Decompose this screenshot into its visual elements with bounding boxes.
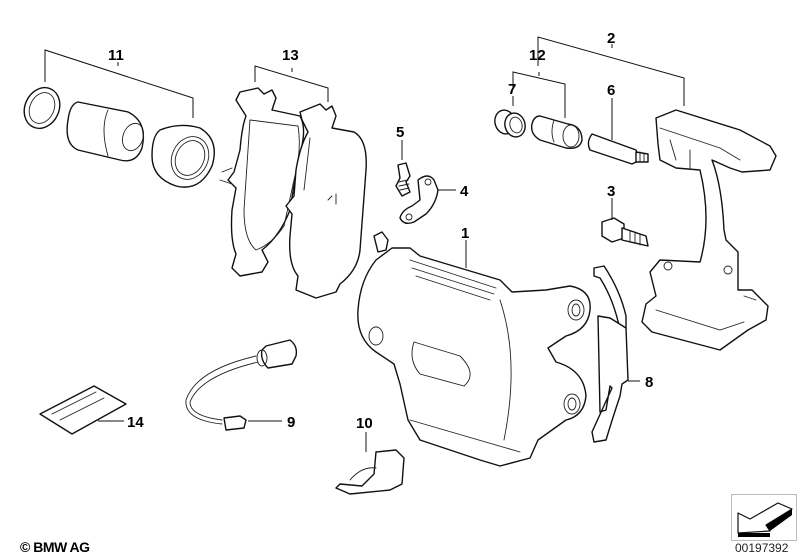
part-9-wear-sensor[interactable] [185, 339, 298, 431]
part-7-guide-boot[interactable] [492, 108, 528, 139]
callout-12[interactable]: 12 [529, 47, 546, 64]
callout-2[interactable]: 2 [607, 30, 615, 47]
navigation-arrow-icon [737, 502, 793, 537]
navigation-arrow-button[interactable] [731, 494, 797, 541]
callout-13[interactable]: 13 [282, 47, 299, 64]
part-8-anti-rattle-spring[interactable] [591, 265, 629, 443]
part-3-hex-bolt[interactable] [601, 217, 649, 247]
callout-6[interactable]: 6 [607, 82, 615, 99]
part-4-bracket[interactable] [399, 175, 439, 225]
callout-3[interactable]: 3 [607, 183, 615, 200]
part-10-sensor-clip[interactable] [335, 449, 405, 495]
image-number: 00197392 [735, 541, 789, 555]
part-12-guide-bushing[interactable] [530, 115, 583, 150]
callout-8[interactable]: 8 [645, 374, 653, 391]
part-6-guide-pin[interactable] [587, 133, 649, 165]
part-5-bleeder-screw[interactable] [395, 162, 411, 197]
copyright-text: © BMW AG [20, 539, 90, 555]
part-2-caliper-carrier[interactable] [641, 109, 777, 351]
callout-1[interactable]: 1 [461, 225, 469, 242]
part-11-piston-kit[interactable] [18, 82, 216, 188]
leader-lines [44, 36, 685, 452]
callout-10[interactable]: 10 [356, 415, 373, 432]
callout-labels: 11 13 2 12 7 6 5 4 3 1 8 9 10 14 [108, 30, 653, 432]
callout-5[interactable]: 5 [396, 124, 404, 141]
part-13-brake-pads[interactable] [219, 87, 367, 299]
part-14-grease-packet[interactable] [39, 385, 127, 435]
callout-11[interactable]: 11 [108, 47, 124, 64]
callout-14[interactable]: 14 [127, 414, 144, 431]
callout-9[interactable]: 9 [287, 414, 295, 431]
callout-4[interactable]: 4 [460, 183, 469, 200]
callout-7[interactable]: 7 [508, 81, 516, 98]
part-1-caliper-housing[interactable] [357, 231, 591, 467]
